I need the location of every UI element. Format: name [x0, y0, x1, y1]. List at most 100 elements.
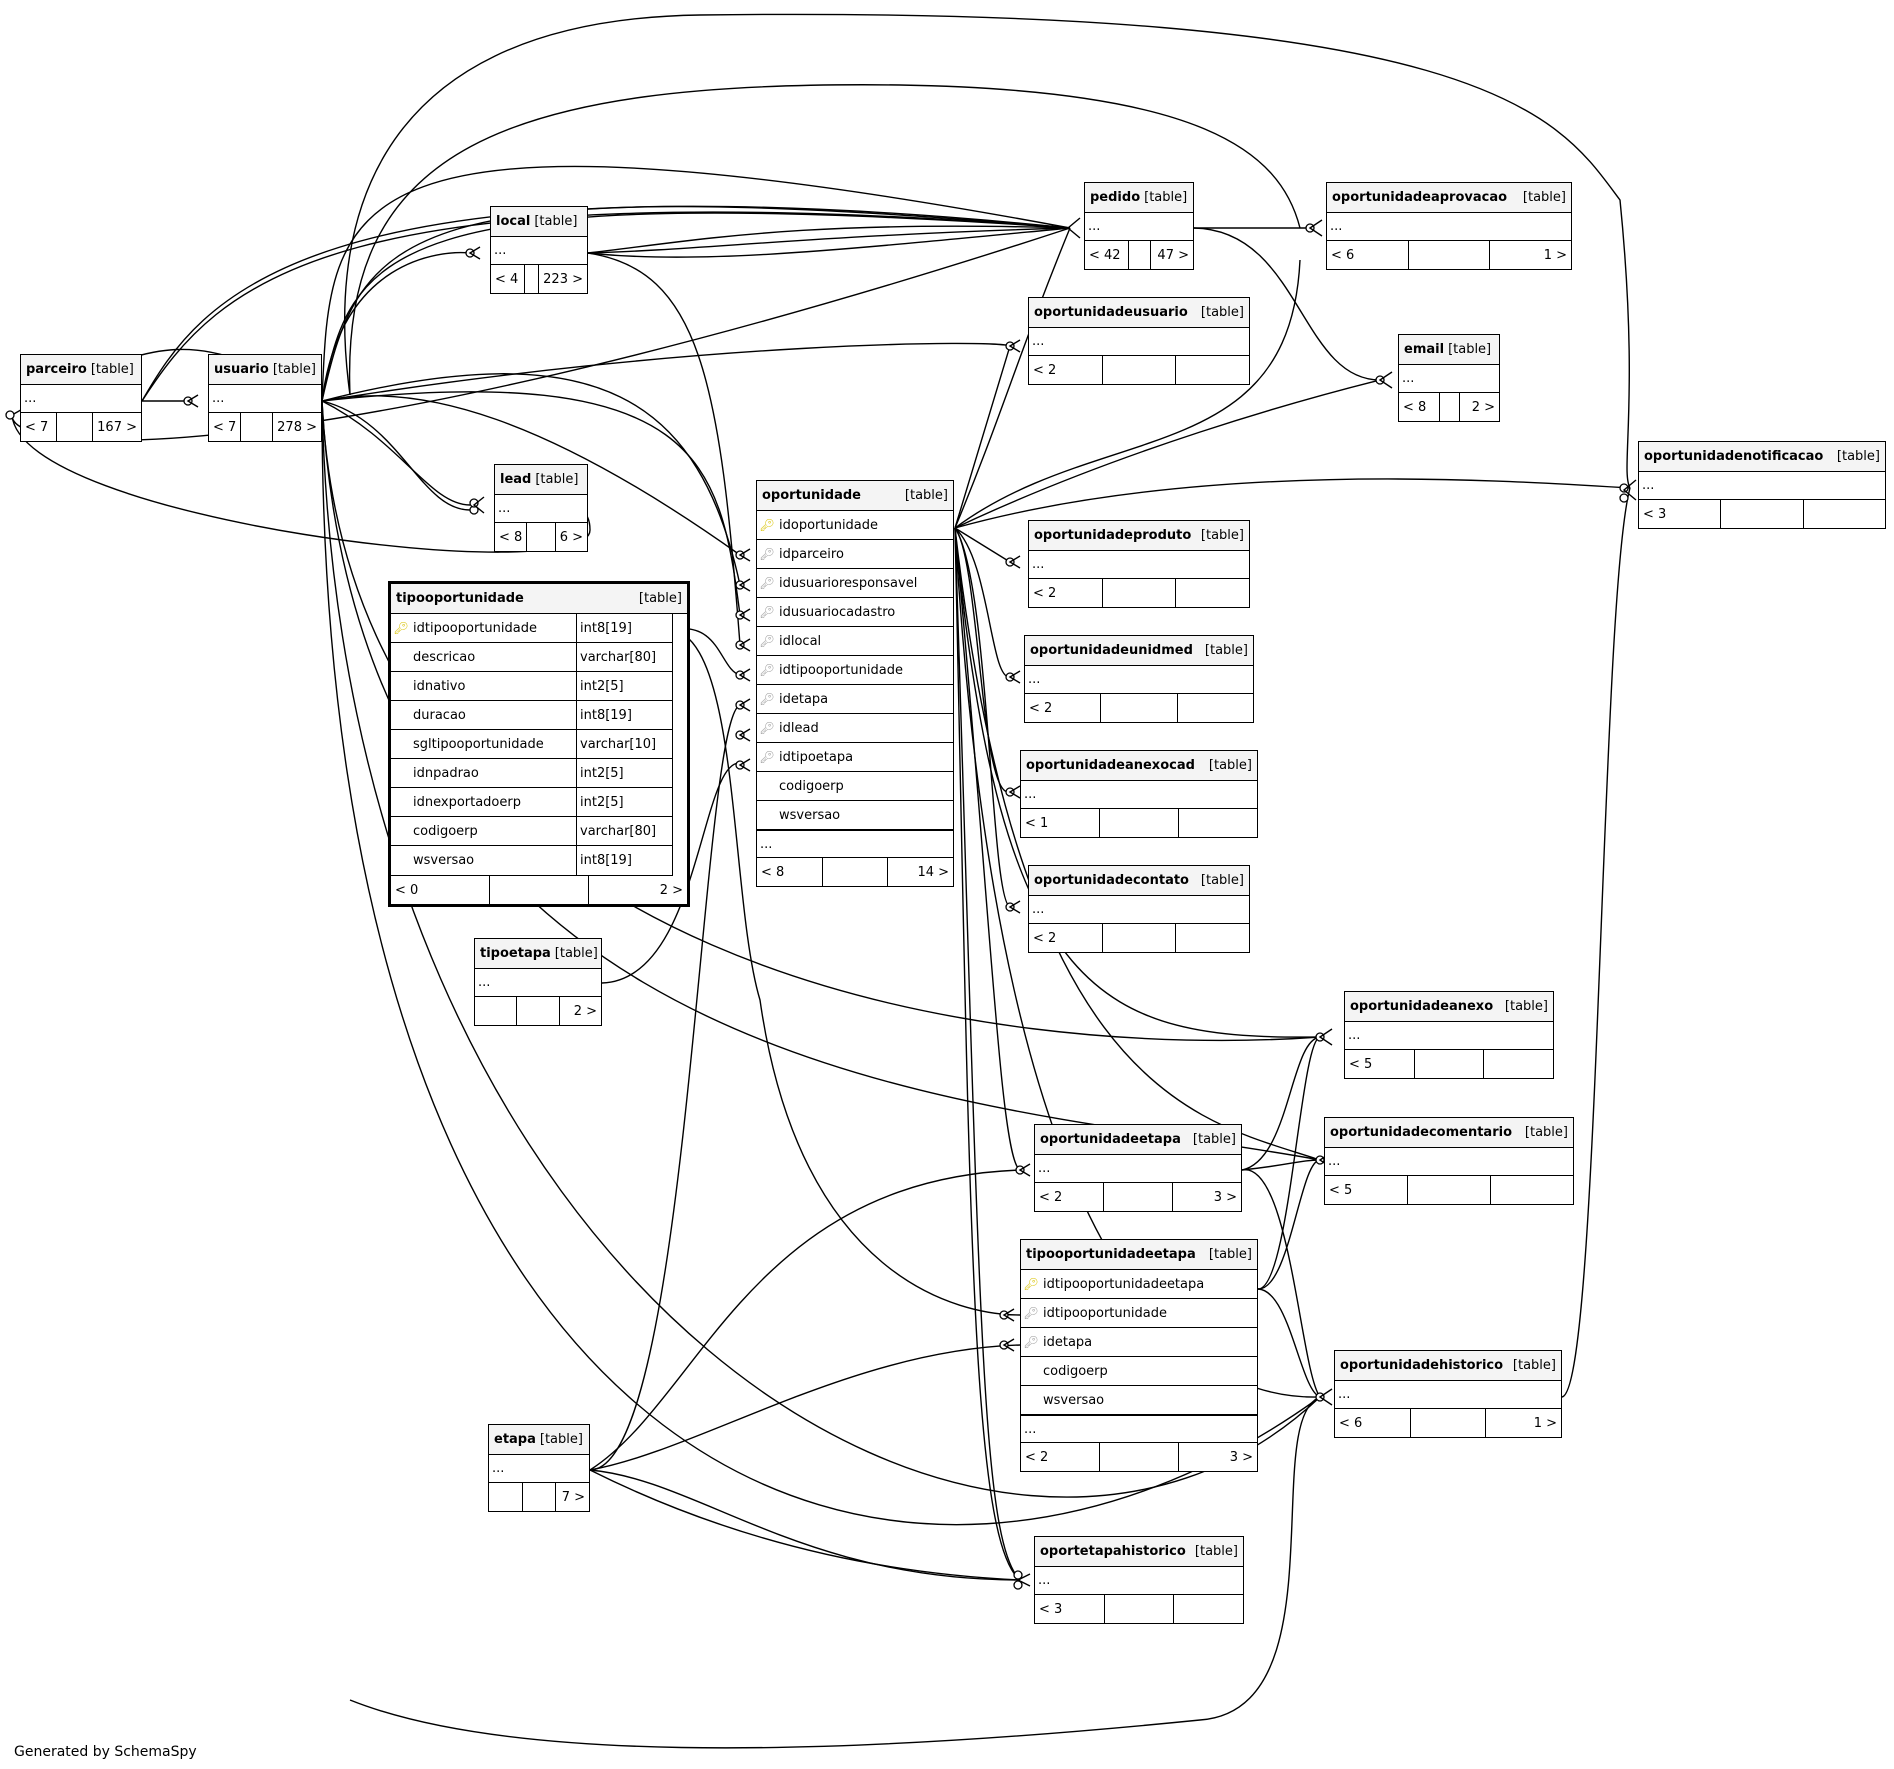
foreign-key-icon: 🔑︎ [759, 721, 775, 735]
parents-count[interactable]: < 3 [1643, 506, 1667, 522]
table-oportunidadecontato[interactable]: oportunidadecontato[table] ... < 2 [1028, 865, 1250, 953]
children-count[interactable] [1175, 579, 1249, 607]
column-row[interactable]: 🔑︎idtipooportunidadeetapa [1021, 1270, 1257, 1299]
column-row[interactable]: 🔑︎idtipooportunidade [1021, 1299, 1257, 1328]
children-count[interactable]: 278 > [272, 413, 321, 441]
children-count[interactable] [1490, 1176, 1573, 1204]
column-row[interactable]: codigoerp [757, 772, 953, 801]
children-count[interactable]: 3 > [1172, 1183, 1241, 1211]
primary-key-icon: 🔑︎ [1023, 1277, 1039, 1291]
column-name: idnativo [413, 678, 466, 694]
children-count[interactable]: 14 > [887, 858, 953, 886]
parents-count[interactable]: < 5 [1329, 1182, 1353, 1198]
table-oportunidadecomentario[interactable]: oportunidadecomentario[table] ... < 5 [1324, 1117, 1574, 1205]
children-count[interactable]: 223 > [538, 265, 587, 293]
parents-count[interactable]: < 6 [1331, 247, 1355, 263]
parents-count[interactable]: < 0 [395, 882, 419, 898]
parents-count[interactable]: < 2 [1025, 1449, 1049, 1465]
table-etapa[interactable]: etapa[table] ... 7 > [488, 1424, 590, 1512]
column-row[interactable]: 🔑︎idusuariocadastro [757, 598, 953, 627]
column-row[interactable]: 🔑︎idtipooportunidade [757, 656, 953, 685]
table-oportunidadeusuario[interactable]: oportunidadeusuario[table] ... < 2 [1028, 297, 1250, 385]
column-count [1720, 500, 1802, 528]
table-tipooportunidadeetapa[interactable]: tipooportunidadeetapa[table] 🔑︎idtipoopo… [1020, 1239, 1258, 1472]
column-row[interactable]: codigoerp [1021, 1357, 1257, 1386]
children-count[interactable]: 1 > [1485, 1409, 1561, 1437]
parents-count[interactable]: < 1 [1025, 815, 1049, 831]
table-oportunidadenotificacao[interactable]: oportunidadenotificacao[table] ... < 3 [1638, 441, 1886, 529]
children-count[interactable]: 1 > [1489, 241, 1571, 269]
parents-count[interactable] [475, 997, 516, 1025]
parents-count[interactable]: < 42 [1089, 247, 1121, 263]
column-row[interactable]: wsversao [757, 801, 953, 830]
children-count[interactable]: 7 > [555, 1483, 589, 1511]
column-row[interactable]: 🔑︎idoportunidade [757, 511, 953, 540]
children-count[interactable]: 6 > [554, 523, 587, 551]
parents-count[interactable]: < 2 [1039, 1189, 1063, 1205]
parents-count[interactable]: < 8 [499, 529, 523, 545]
parents-count[interactable]: < 7 [25, 419, 49, 435]
children-count[interactable] [1176, 694, 1253, 722]
column-row[interactable]: 🔑︎idlocal [757, 627, 953, 656]
parents-count[interactable]: < 5 [1349, 1056, 1373, 1072]
column-row[interactable]: 🔑︎idparceiro [757, 540, 953, 569]
parents-count[interactable]: < 2 [1033, 585, 1057, 601]
parents-count[interactable]: < 4 [495, 271, 519, 287]
table-tipoetapa[interactable]: tipoetapa[table] ... 2 > [474, 938, 602, 1026]
children-count[interactable] [1178, 809, 1257, 837]
parents-count[interactable]: < 6 [1339, 1415, 1363, 1431]
children-count[interactable] [1175, 924, 1249, 952]
column-row[interactable]: 🔑︎idetapa [757, 685, 953, 714]
parents-count[interactable]: < 8 [1403, 399, 1427, 415]
table-oportetapahistorico[interactable]: oportetapahistorico[table] ... < 3 [1034, 1536, 1244, 1624]
children-count[interactable] [1173, 1595, 1243, 1623]
children-count[interactable] [1802, 500, 1885, 528]
table-oportunidadeunidmed[interactable]: oportunidadeunidmed[table] ... < 2 [1024, 635, 1254, 723]
children-count[interactable]: 2 > [588, 876, 687, 904]
children-count[interactable] [1175, 356, 1249, 384]
children-count[interactable]: 167 > [92, 413, 141, 441]
parents-count[interactable]: < 3 [1039, 1601, 1063, 1617]
table-oportunidadeanexocad[interactable]: oportunidadeanexocad[table] ... < 1 [1020, 750, 1258, 838]
column-row[interactable]: 🔑︎idetapa [1021, 1328, 1257, 1357]
children-count[interactable]: 3 > [1178, 1443, 1257, 1471]
children-count[interactable]: 2 > [1458, 393, 1500, 421]
table-oportunidadeanexo[interactable]: oportunidadeanexo[table] ... < 5 [1344, 991, 1554, 1079]
parents-count[interactable]: < 2 [1033, 930, 1057, 946]
parents-count[interactable]: < 7 [213, 419, 237, 435]
parents-count[interactable] [489, 1483, 522, 1511]
children-count[interactable]: 47 > [1149, 241, 1194, 269]
column-row[interactable]: wsversao [1021, 1386, 1257, 1415]
parents-count[interactable]: < 2 [1029, 700, 1053, 716]
table-oportunidadeproduto[interactable]: oportunidadeproduto[table] ... < 2 [1028, 520, 1250, 608]
column-row[interactable]: 🔑︎idusuarioresponsavel [757, 569, 953, 598]
table-oportunidade[interactable]: oportunidade[table] 🔑︎idoportunidade 🔑︎i… [756, 480, 954, 887]
table-name: oportunidadehistorico [1340, 1358, 1504, 1373]
table-tipooportunidade[interactable]: tipooportunidade[table] 🔑︎idtipooportuni… [388, 581, 690, 907]
parents-count[interactable]: < 2 [1033, 362, 1057, 378]
children-count[interactable]: 2 > [558, 997, 601, 1025]
table-tag: [table] [1204, 643, 1248, 658]
children-count[interactable] [1483, 1050, 1553, 1078]
column-row[interactable]: 🔑︎idlead [757, 714, 953, 743]
column-row[interactable]: 🔑︎idtipoetapa [757, 743, 953, 772]
parents-count[interactable]: < 8 [761, 864, 785, 880]
